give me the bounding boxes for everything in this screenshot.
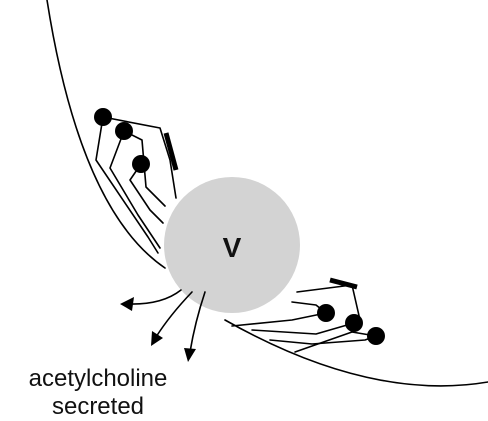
vesicle-label: V	[223, 232, 242, 263]
right-knob-1	[317, 304, 335, 322]
secretion-arrowhead-3	[184, 348, 196, 362]
caption-line-1: acetylcholine	[29, 365, 168, 392]
secretion-arrowhead-2	[151, 331, 163, 346]
left-knob-3	[132, 155, 150, 173]
cell-membrane	[46, 0, 488, 387]
left-knob-2	[115, 122, 133, 140]
left-tether-3	[129, 163, 164, 224]
right-tether-4	[251, 322, 355, 335]
right-knob-2	[345, 314, 363, 332]
caption-line-2: secreted	[52, 393, 144, 420]
right-tether-3	[231, 312, 327, 327]
left-tether-2	[109, 130, 161, 249]
vesicle-circle	[164, 177, 300, 313]
right-knob-3	[367, 327, 385, 345]
left-tether-1	[95, 116, 159, 254]
secretion-arrow-3	[189, 291, 206, 353]
left-thick-bar	[163, 132, 179, 171]
secretion-arrow-1	[127, 289, 182, 305]
left-tether-4	[102, 116, 177, 199]
left-knob-1	[94, 108, 112, 126]
secretion-arrowhead-1	[120, 297, 134, 311]
right-thick-bar	[329, 277, 358, 290]
secretion-arrow-2	[155, 291, 193, 338]
